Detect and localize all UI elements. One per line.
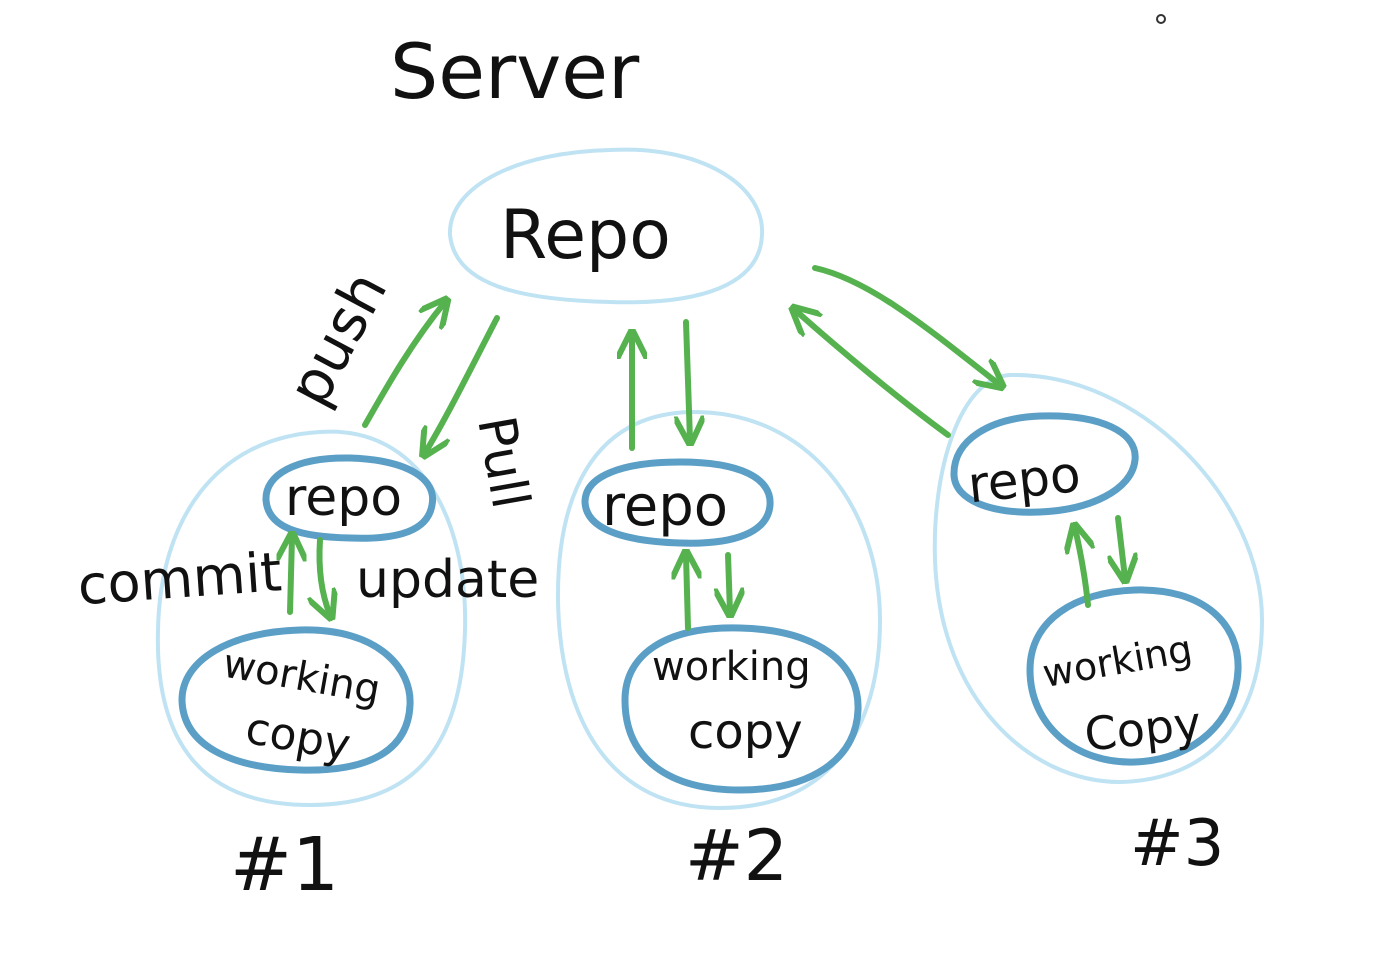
server-repo-label: Repo xyxy=(500,196,671,275)
client-2-repo-label: repo xyxy=(602,474,728,539)
update-arrow xyxy=(319,537,330,615)
client-3-working-copy-outline xyxy=(1026,586,1242,766)
client-2-working-copy-outline xyxy=(621,624,862,794)
client-3-pull-arrow xyxy=(812,265,1000,385)
update-label: update xyxy=(356,550,539,610)
client-3-repo-label: repo xyxy=(965,445,1083,514)
client-1-copy-label: copy xyxy=(242,703,354,771)
client-1-working-copy-outline xyxy=(178,626,414,774)
client-3-copy-label: Copy xyxy=(1082,696,1204,762)
client-3-repo-outline xyxy=(950,412,1139,516)
client-1-outline xyxy=(155,429,468,808)
client-3-number: #3 xyxy=(1130,807,1224,881)
client-2-copy-label: copy xyxy=(688,704,803,760)
client-2-outline xyxy=(555,409,883,811)
client-3-commit-arrow xyxy=(1075,528,1088,608)
pull-label: Pull xyxy=(465,412,540,513)
commit-label: commit xyxy=(76,540,284,617)
push-arrow xyxy=(362,302,445,428)
client-1-repo-outline xyxy=(262,454,437,542)
client-3-working-label: working xyxy=(1039,626,1195,696)
stray-dot xyxy=(1156,14,1166,24)
commit-arrow xyxy=(290,537,292,615)
server-label: Server xyxy=(390,27,640,116)
client-1-repo-label: repo xyxy=(285,468,402,528)
client-2-commit-arrow xyxy=(686,555,688,631)
client-2-number: #2 xyxy=(685,815,788,897)
client-3-outline xyxy=(932,372,1265,785)
client-2-pull-arrow xyxy=(686,319,690,440)
client-3-push-arrow xyxy=(795,310,951,438)
server-repo-outline xyxy=(447,147,765,305)
client-2-repo-outline xyxy=(581,458,774,547)
client-1-number: #1 xyxy=(230,822,339,908)
pull-arrow xyxy=(425,315,500,453)
client-3-update-arrow xyxy=(1118,515,1125,578)
client-1-working-label: working xyxy=(219,641,383,714)
client-2-update-arrow xyxy=(728,552,730,612)
client-2-working-label: working xyxy=(652,644,811,690)
